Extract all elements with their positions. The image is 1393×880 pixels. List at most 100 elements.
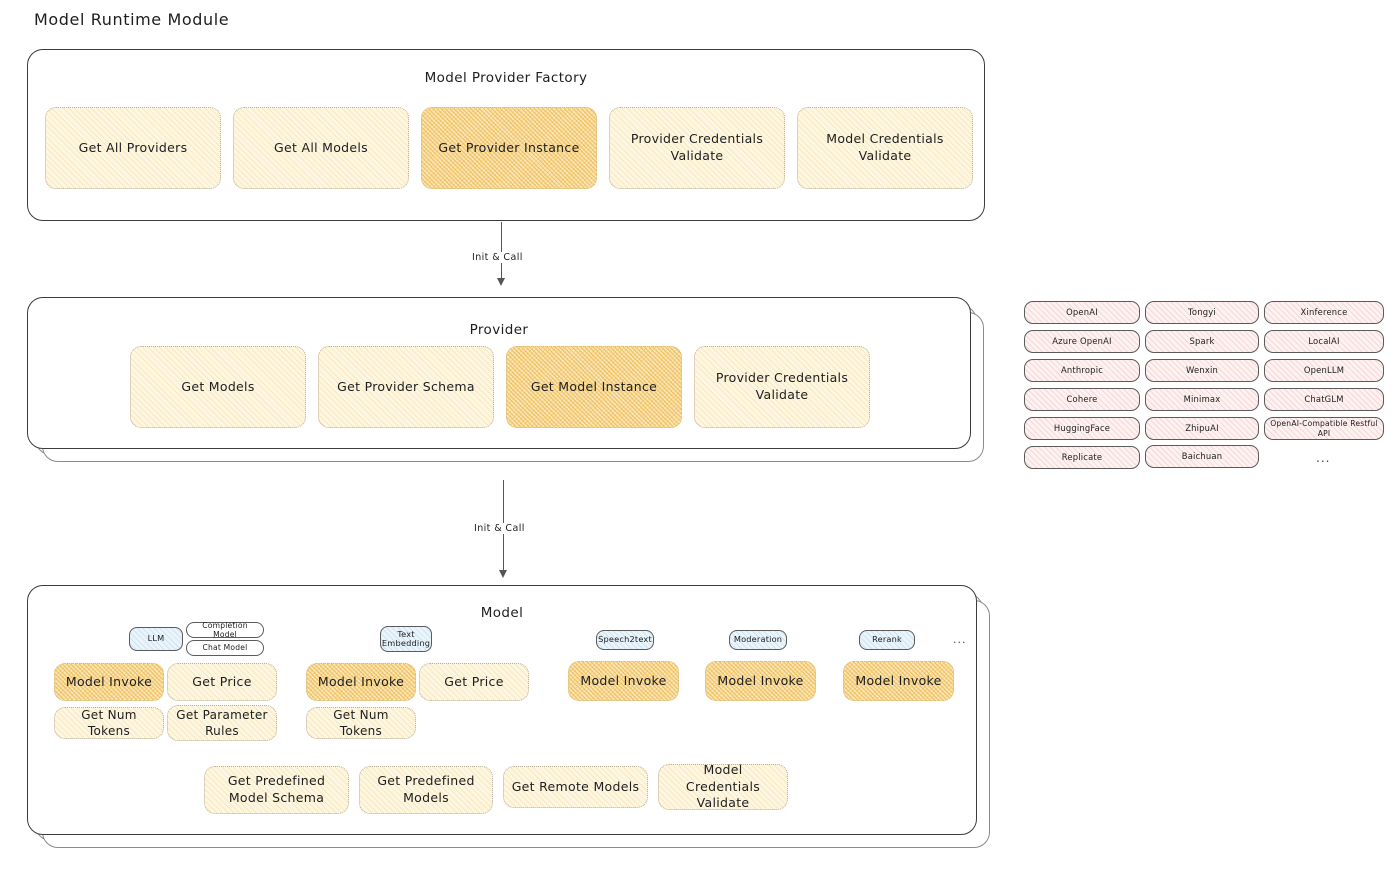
chip-label: OpenAI [1066,307,1098,318]
provider-chip-anthropic[interactable]: Anthropic [1024,359,1140,382]
node-label: Model Invoke [717,672,804,688]
model-type-llm[interactable]: LLM [129,627,183,651]
node-label: Get Price [192,673,252,689]
chip-label: Moderation [733,634,783,645]
node-label: Get Num Tokens [81,707,137,738]
node-label: Model Credentials Validate [685,761,761,811]
node-label: Get Remote Models [511,778,640,794]
provider-node-get-models[interactable]: Get Models [130,346,306,428]
arrow-provider-to-model-label: Init & Call [470,523,529,534]
model-container: Model LLM Completion Model Chat Model Te… [27,585,990,848]
embedding-op-get-num-tokens[interactable]: Get Num Tokens [306,707,416,739]
factory-node-model-credentials-validate[interactable]: Model Credentials Validate [797,107,973,189]
provider-node-get-model-instance[interactable]: Get Model Instance [506,346,682,428]
chip-label: LocalAI [1308,336,1340,347]
factory-title: Model Provider Factory [424,70,588,86]
chip-label: Baichuan [1181,451,1223,462]
provider-chip-chatglm[interactable]: ChatGLM [1264,388,1384,411]
provider-title: Provider [469,322,529,338]
node-label: Get Model Instance [530,378,658,394]
provider-chip-replicate[interactable]: Replicate [1024,446,1140,469]
model-type-moderation[interactable]: Moderation [729,630,787,650]
chip-label: Xinference [1300,307,1348,318]
chip-label: Tongyi [1188,307,1216,318]
model-type-text-embedding[interactable]: Text Embedding [380,626,432,652]
common-op-get-predefined-models[interactable]: Get Predefined Models [359,766,493,814]
model-types-more: ... [953,633,967,646]
arrow-factory-to-provider-head [497,278,505,286]
provider-chip-openai[interactable]: OpenAI [1024,301,1140,324]
node-label: Model Invoke [580,672,667,688]
factory-node-get-all-models[interactable]: Get All Models [233,107,409,189]
provider-chip-cohere[interactable]: Cohere [1024,388,1140,411]
provider-node-get-provider-schema[interactable]: Get Provider Schema [318,346,494,428]
provider-chip-openllm[interactable]: OpenLLM [1264,359,1384,382]
chip-label: Azure OpenAI [1052,336,1112,347]
node-label: Model Invoke [317,673,405,689]
node-label: Get Num Tokens [333,707,389,738]
node-label: Get Provider Schema [337,378,475,394]
model-type-speech2text[interactable]: Speech2text [596,630,654,650]
common-op-get-predefined-model-schema[interactable]: Get Predefined Model Schema [204,766,349,814]
embedding-op-get-price[interactable]: Get Price [419,663,529,701]
embedding-op-model-invoke[interactable]: Model Invoke [306,663,416,701]
provider-chip-localai[interactable]: LocalAI [1264,330,1384,353]
common-op-model-credentials-validate[interactable]: Model Credentials Validate [658,761,788,811]
llm-op-get-price[interactable]: Get Price [167,663,277,701]
llm-op-model-invoke[interactable]: Model Invoke [54,663,164,701]
factory-node-provider-credentials-validate[interactable]: Provider Credentials Validate [609,107,785,189]
factory-node-get-provider-instance[interactable]: Get Provider Instance [421,107,597,189]
chip-label: HuggingFace [1053,423,1111,434]
provider-chip-huggingface[interactable]: HuggingFace [1024,417,1140,440]
provider-chip-baichuan[interactable]: Baichuan [1145,445,1259,468]
model-type-rerank[interactable]: Rerank [859,630,915,650]
provider-chip-azure-openai[interactable]: Azure OpenAI [1024,330,1140,353]
rerank-op-model-invoke[interactable]: Model Invoke [843,661,954,701]
moderation-op-model-invoke[interactable]: Model Invoke [705,661,816,701]
node-label: Model Invoke [855,672,942,688]
chip-label: Anthropic [1060,365,1104,376]
chip-label: LLM [147,633,165,644]
llm-op-get-parameter-rules[interactable]: Get Parameter Rules [167,705,277,741]
provider-chip-minimax[interactable]: Minimax [1145,388,1259,411]
chip-label: Completion Model [202,620,248,639]
provider-chip-spark[interactable]: Spark [1145,330,1259,353]
chip-label: Text Embedding [381,628,431,648]
chip-label: ChatGLM [1304,394,1344,405]
provider-chip-openai-compatible-restful-api[interactable]: OpenAI-Compatible Restful API [1264,417,1384,440]
speech2text-op-model-invoke[interactable]: Model Invoke [568,661,679,701]
arrow-factory-to-provider-label: Init & Call [468,252,527,263]
chip-label: Minimax [1183,394,1221,405]
node-label: Get Models [181,378,255,394]
node-label: Provider Credentials Validate [715,370,849,402]
model-subtype-chat-model[interactable]: Chat Model [186,640,264,656]
provider-list-more: ... [1316,451,1331,465]
common-op-get-remote-models[interactable]: Get Remote Models [503,766,648,808]
provider-chip-tongyi[interactable]: Tongyi [1145,301,1259,324]
provider-chip-xinference[interactable]: Xinference [1264,301,1384,324]
node-label: Get All Models [274,139,368,155]
factory-node-get-all-providers[interactable]: Get All Providers [45,107,221,189]
provider-container: Provider Get Models Get Provider Schema … [27,297,984,462]
chip-label: ZhipuAI [1185,423,1219,434]
llm-op-get-num-tokens[interactable]: Get Num Tokens [54,707,164,739]
chip-label: OpenLLM [1303,365,1345,376]
node-label: Get Parameter Rules [176,707,268,738]
provider-chip-zhipuai[interactable]: ZhipuAI [1145,417,1259,440]
provider-node-provider-credentials-validate[interactable]: Provider Credentials Validate [694,346,870,428]
provider-chip-wenxin[interactable]: Wenxin [1145,359,1259,382]
node-label: Get Predefined Models [377,773,475,805]
provider-list: OpenAI Azure OpenAI Anthropic Cohere Hug… [1024,301,1384,476]
chip-label: Spark [1189,336,1215,347]
model-subtype-completion-model[interactable]: Completion Model [186,620,264,639]
arrow-provider-to-model-head [499,570,507,578]
chip-label: Wenxin [1185,365,1219,376]
chip-label: Replicate [1061,452,1103,463]
chip-label: Speech2text [598,634,652,645]
model-provider-factory-container: Model Provider Factory Get All Providers… [27,49,985,221]
node-label: Provider Credentials Validate [630,131,764,163]
chip-label: Cohere [1066,394,1098,405]
page-title: Model Runtime Module [34,10,230,29]
node-label: Get Predefined Model Schema [227,773,326,805]
